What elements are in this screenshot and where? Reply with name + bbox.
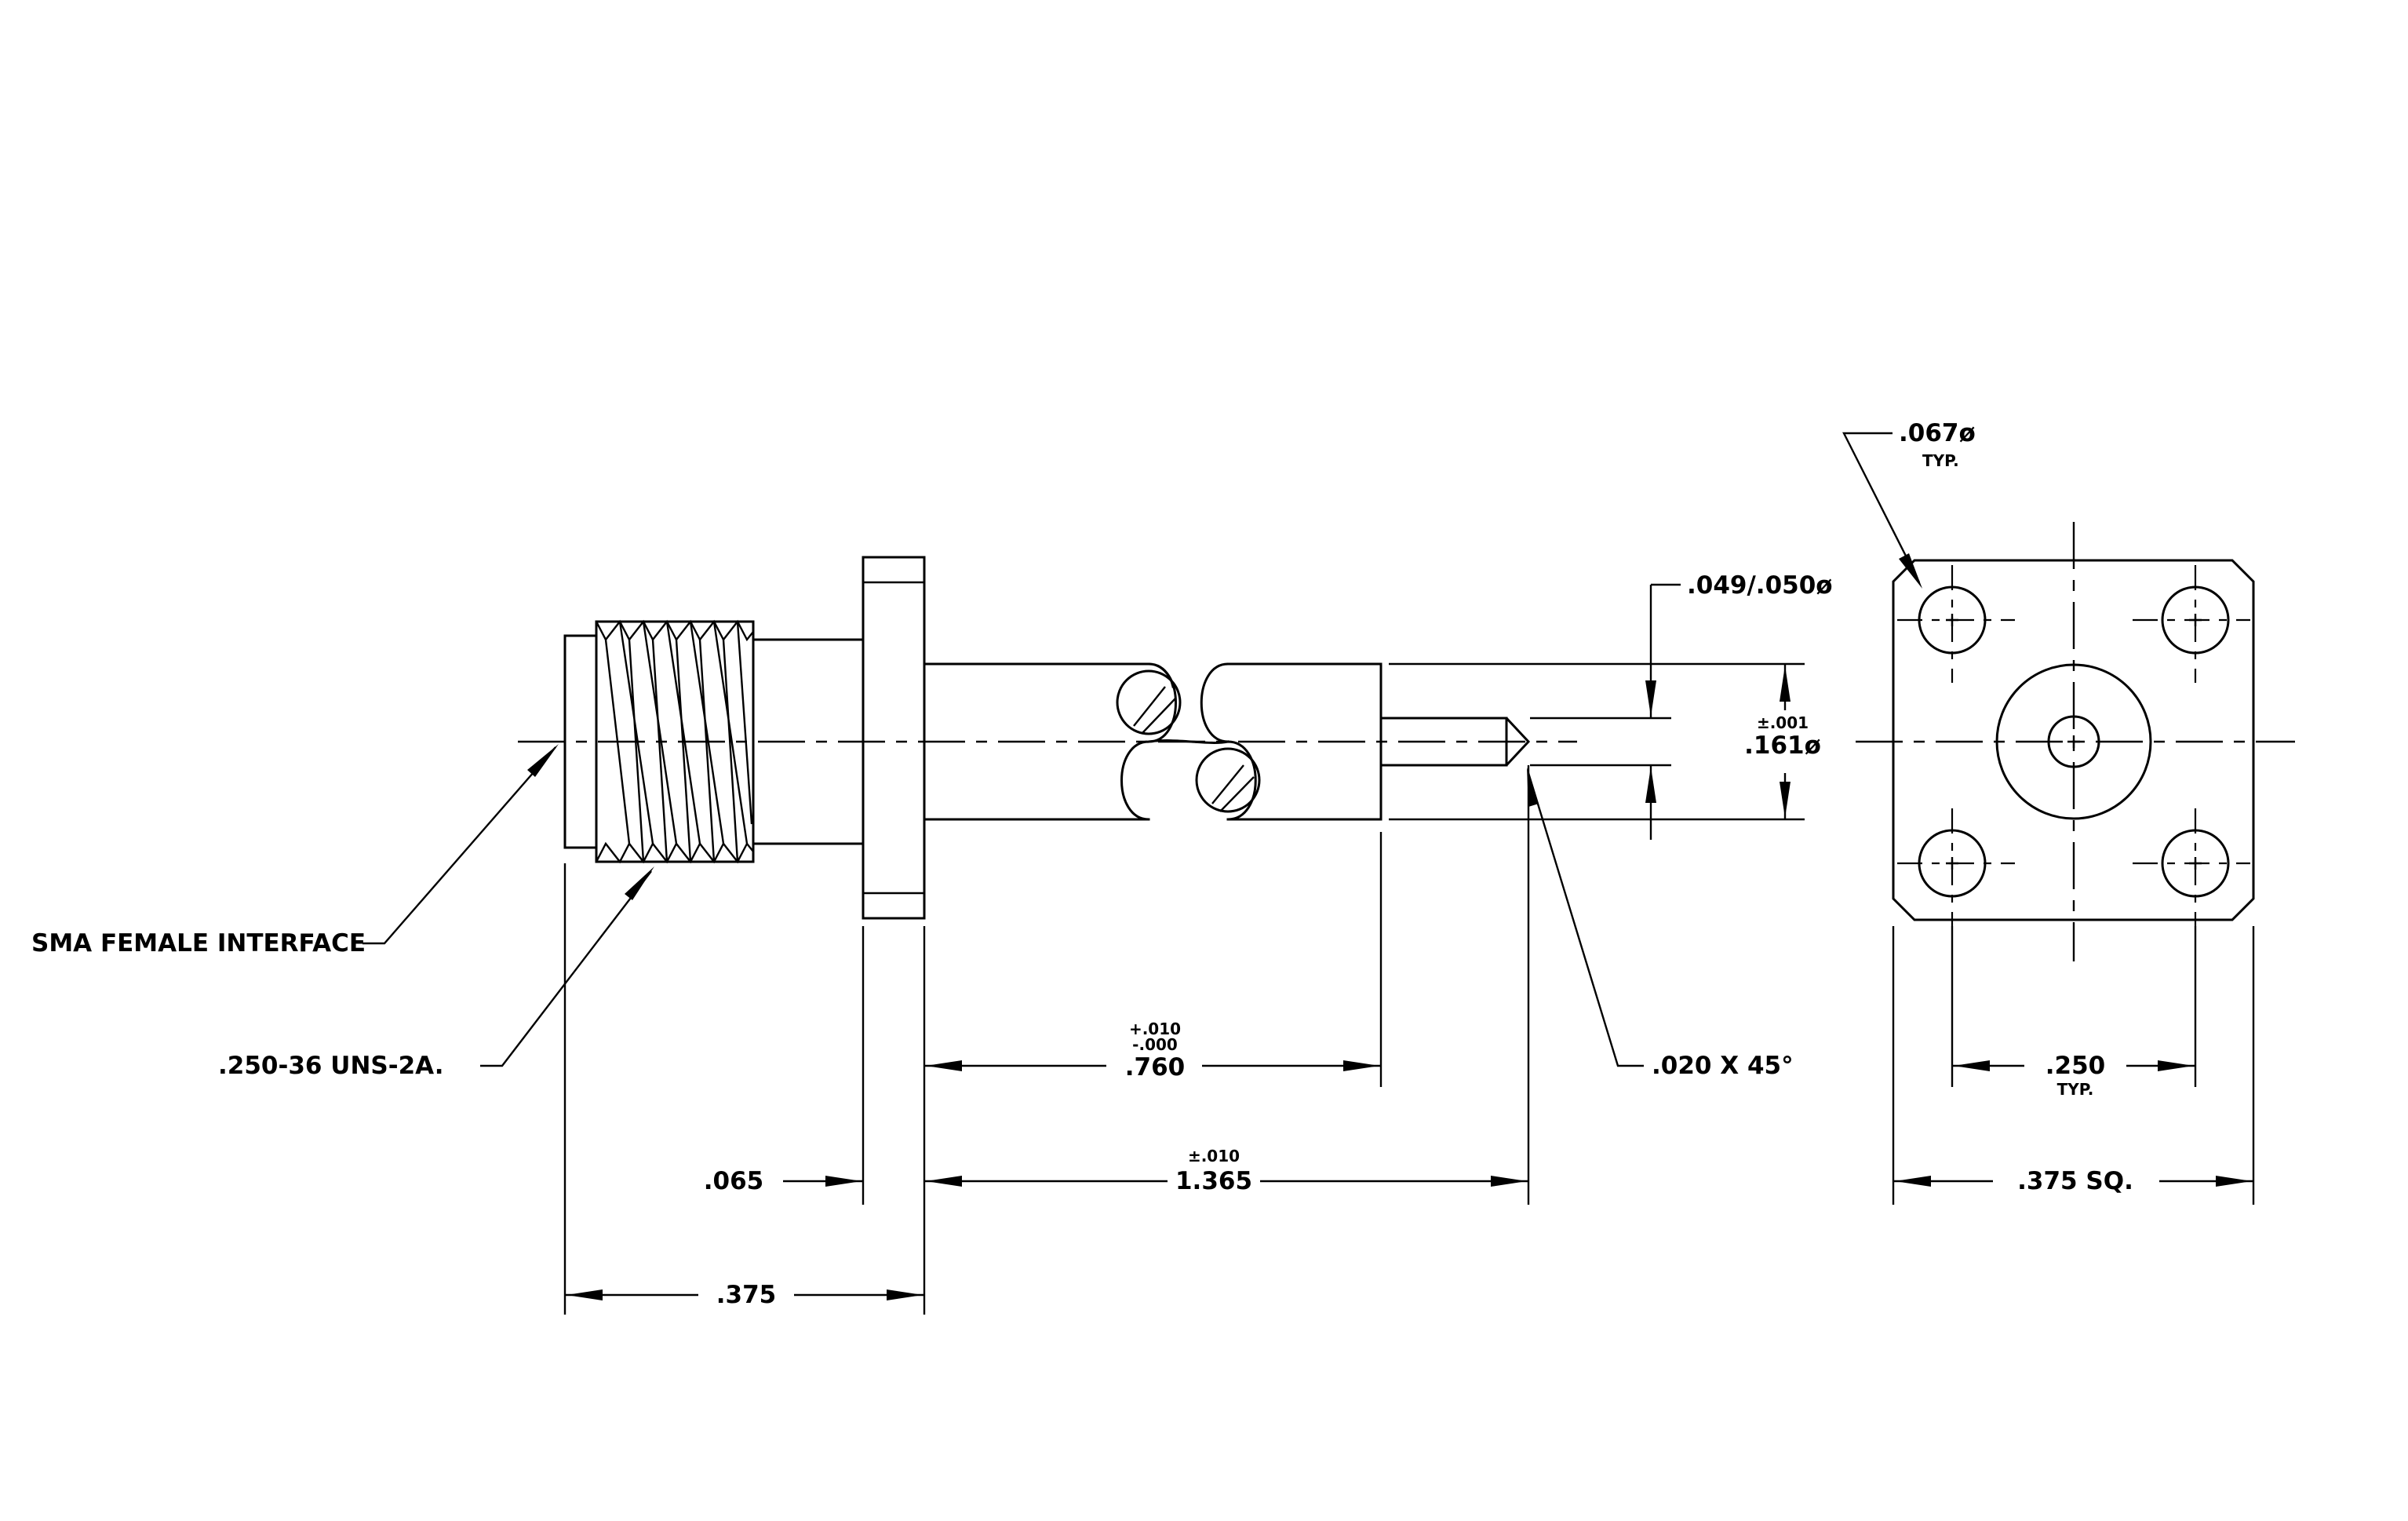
arrow-thread: [625, 866, 654, 900]
dim-065: .065: [704, 1167, 764, 1195]
dim-760-tol-plus: +.010: [1129, 1019, 1181, 1038]
arrow-375sq-l: [1895, 1176, 1931, 1187]
arrow-760-r: [1343, 1060, 1379, 1071]
leader-interface: [362, 746, 556, 945]
dim-375sq: .375 SQ.: [2017, 1167, 2133, 1195]
arrow-1365-r: [1491, 1176, 1527, 1187]
dim-161-tol: ±.001: [1757, 713, 1809, 732]
arrow-250-r: [2158, 1060, 2194, 1071]
leader-thread: [480, 870, 652, 1067]
arrow-chamfer: [1527, 768, 1539, 807]
leader-hole: [1842, 432, 1921, 583]
ext-lines-front: [1892, 926, 2255, 1205]
arrow-760-l: [926, 1060, 962, 1071]
arrow-375sq-r: [2216, 1176, 2252, 1187]
callout-interface: SMA FEMALE INTERFACE: [31, 929, 366, 957]
body-left: [923, 662, 1150, 821]
side-view: [518, 556, 1577, 920]
dim-161: .161ø: [1744, 731, 1821, 760]
arrow-375-l: [566, 1289, 603, 1300]
hole-centerlines: [1897, 565, 2250, 926]
arrow-161-t: [1780, 666, 1791, 702]
ext-lines-side: [563, 662, 1805, 1315]
dim-250: .250: [2046, 1052, 2106, 1080]
arrow-250-l: [1954, 1060, 1990, 1071]
arrow-interface: [527, 744, 559, 777]
dim-1365: 1.365: [1175, 1167, 1252, 1195]
break-section-lower: [1195, 747, 1261, 813]
arrow-375-r: [887, 1289, 923, 1300]
callout-chamfer: .020 X 45°: [1652, 1052, 1794, 1080]
thread-crests-bottom: [595, 841, 754, 864]
break-hatch: [1133, 686, 1255, 812]
flange: [862, 556, 926, 920]
break-section-upper: [1116, 669, 1182, 735]
dim-250-typ: TYP.: [2057, 1080, 2094, 1099]
arrow-pin-t: [1645, 680, 1656, 717]
callout-hole-typ: TYP.: [1922, 451, 1959, 470]
neck: [752, 638, 865, 845]
dim-375: .375: [716, 1281, 777, 1309]
leader-chamfer: [1527, 772, 1644, 1067]
break-symbol: [1120, 662, 1257, 821]
arrow-hole: [1899, 553, 1922, 589]
arrow-pin-b: [1645, 767, 1656, 803]
callout-hole-dia: .067ø: [1899, 419, 1976, 447]
dim-760: .760: [1125, 1053, 1186, 1081]
flange-chamfers: [863, 581, 924, 895]
flange-square: [1892, 559, 2255, 921]
callout-pin-dia: .049/.050ø: [1687, 571, 1833, 600]
front-view: [1856, 522, 2295, 1205]
callout-thread: .250-36 UNS-2A.: [218, 1052, 444, 1080]
arrow-1365-l: [926, 1176, 962, 1187]
arrow-161-b: [1780, 782, 1791, 818]
dim-760-tol-minus: -.000: [1132, 1035, 1178, 1054]
arrow-065: [825, 1176, 862, 1187]
dim-1365-tol: ±.010: [1188, 1147, 1240, 1165]
threaded-section: [595, 620, 755, 863]
